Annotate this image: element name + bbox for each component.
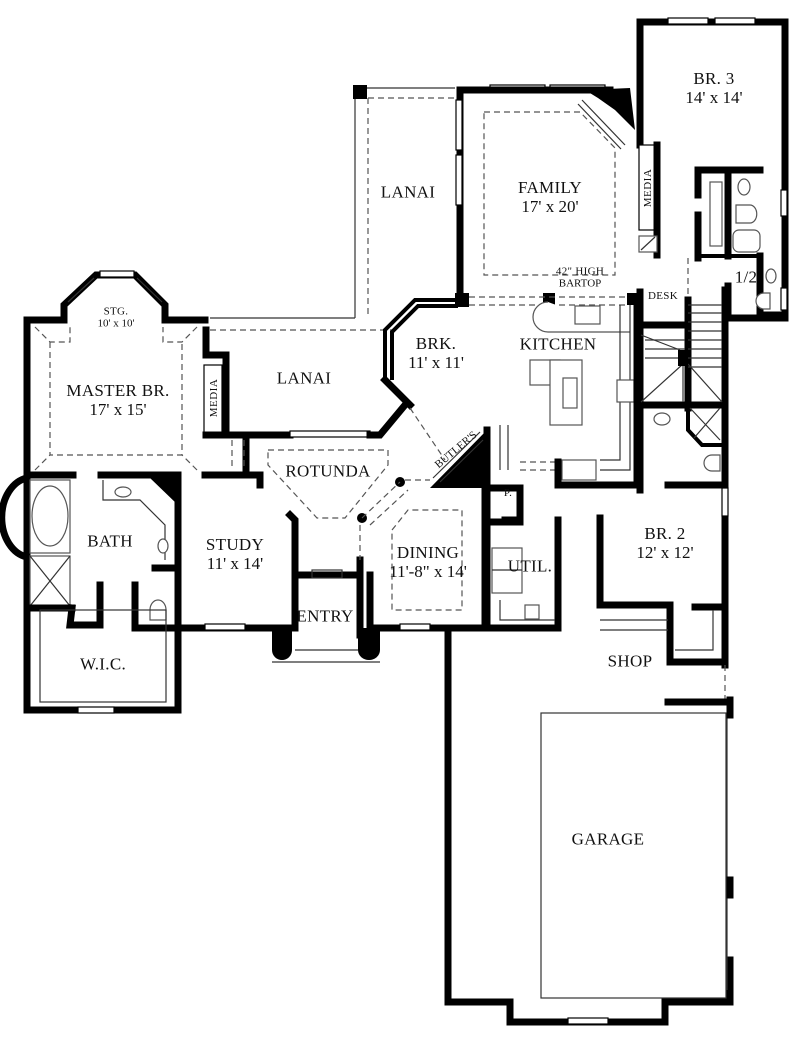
room-label-br3: BR. 3 14' x 14' (685, 69, 742, 107)
study-entry-walls (174, 449, 430, 663)
room-name: LANAI (276, 368, 332, 388)
bartop-line1: 42" HIGH (555, 265, 605, 278)
label-media-family: MEDIA (642, 168, 654, 208)
room-name: BR. 3 (693, 68, 735, 88)
room-name: DESK (648, 289, 678, 302)
room-label-bath: BATH (87, 531, 133, 550)
room-label-stg: STG. 10' x 10' (98, 306, 135, 331)
room-name: KITCHEN (519, 334, 597, 354)
room-label-shop: SHOP (608, 651, 653, 670)
room-name: FAMILY (517, 177, 583, 197)
room-label-rotunda: ROTUNDA (285, 461, 370, 480)
br2-garage-walls (444, 476, 734, 1026)
room-name: BATH (87, 531, 133, 551)
room-name: GARAGE (571, 829, 645, 849)
room-dims: 11'-8" x 14' (389, 562, 467, 581)
room-label-brk: BRK. 11' x 11' (408, 334, 464, 372)
label-media-master: MEDIA (208, 378, 220, 418)
room-label-study: STUDY 11' x 14' (206, 535, 264, 573)
room-name: W.I.C. (79, 654, 127, 674)
room-name: P. (503, 486, 513, 499)
room-name: MASTER BR. (66, 380, 170, 400)
room-label-entry: ENTRY (296, 606, 353, 625)
room-name: 1/2 (734, 267, 758, 287)
room-name: BR. 2 (644, 523, 686, 543)
room-label-master: MASTER BR. 17' x 15' (66, 381, 169, 419)
room-name: LANAI (380, 182, 436, 202)
room-dims: 14' x 14' (685, 88, 743, 107)
stairs (636, 286, 729, 494)
room-label-util: UTIL. (508, 556, 552, 575)
room-label-pantry: P. (504, 487, 512, 499)
room-dims: 10' x 10' (97, 318, 135, 330)
room-name: ENTRY (296, 606, 354, 626)
master-walls (23, 270, 410, 714)
room-label-lanai-mid: LANAI (277, 368, 331, 387)
room-name: DINING (396, 542, 460, 562)
note-bartop: 42" HIGH BARTOP (556, 266, 604, 291)
kitchen-walls (380, 296, 644, 492)
master-bath-walls (0, 471, 182, 714)
room-name: BRK. (415, 333, 457, 353)
br3-walls (636, 17, 789, 322)
room-name: STUDY (205, 534, 265, 554)
room-name: STG. (103, 305, 129, 318)
room-label-lanai-top: LANAI (381, 182, 435, 201)
room-name: UTIL. (507, 556, 553, 576)
room-label-half-bath: 1/2 (735, 267, 758, 286)
family-walls (455, 84, 661, 307)
room-dims: 11' x 14' (206, 554, 264, 573)
room-name: SHOP (607, 651, 653, 671)
room-label-wic: W.I.C. (80, 654, 126, 673)
room-name: ROTUNDA (285, 461, 371, 481)
room-dims: 17' x 20' (521, 197, 579, 216)
label-desk: DESK (648, 290, 678, 302)
room-label-br2: BR. 2 12' x 12' (636, 524, 693, 562)
room-dims: 12' x 12' (636, 543, 694, 562)
room-label-kitchen: KITCHEN (520, 334, 597, 353)
lanai-top-outline (210, 85, 455, 331)
room-label-garage: GARAGE (572, 829, 645, 848)
bartop-line2: BARTOP (558, 278, 602, 290)
room-dims: 17' x 15' (89, 400, 147, 419)
room-label-family: FAMILY 17' x 20' (518, 178, 582, 216)
room-label-dining: DINING 11'-8" x 14' (389, 543, 467, 581)
room-dims: 11' x 11' (408, 353, 464, 372)
dining-util-walls (366, 484, 562, 632)
